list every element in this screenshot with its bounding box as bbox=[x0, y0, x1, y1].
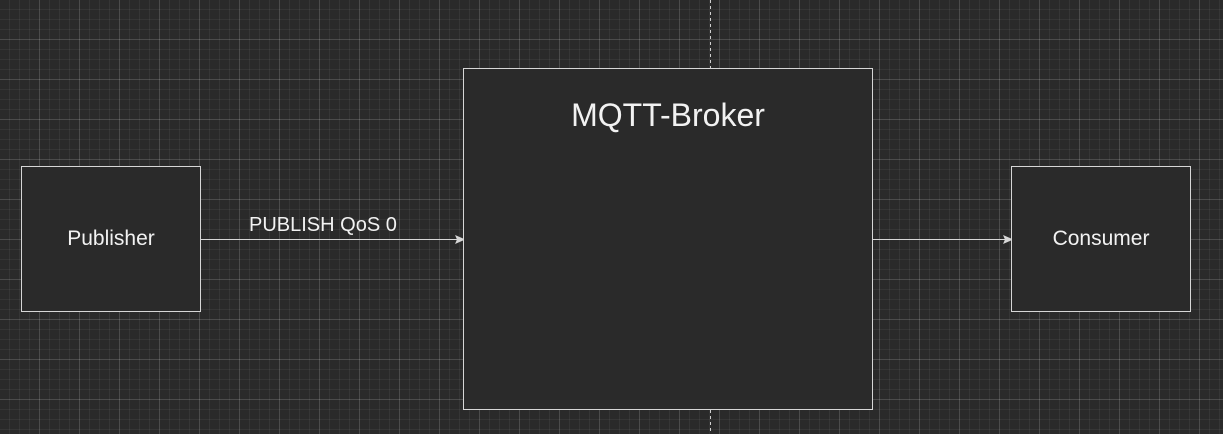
edge-publish-label[interactable]: PUBLISH QoS 0 bbox=[249, 214, 397, 236]
consumer-node[interactable]: Consumer bbox=[1011, 166, 1191, 312]
publisher-node[interactable]: Publisher bbox=[21, 166, 201, 312]
arrowhead-icon bbox=[455, 235, 466, 244]
publisher-label: Publisher bbox=[67, 227, 155, 250]
broker-node[interactable]: MQTT-Broker bbox=[463, 68, 873, 410]
edge-deliver[interactable] bbox=[873, 235, 1014, 244]
broker-label: MQTT-Broker bbox=[571, 97, 765, 133]
arrowhead-icon bbox=[1003, 235, 1014, 244]
consumer-label: Consumer bbox=[1052, 227, 1150, 250]
edge-publish[interactable] bbox=[201, 235, 466, 244]
